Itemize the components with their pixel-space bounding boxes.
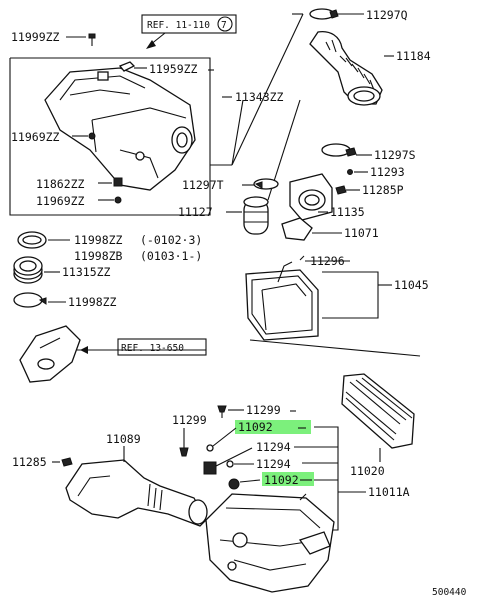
label-11959zz: 11959ZZ — [149, 62, 198, 76]
label-11998zz-lower: 11998ZZ — [68, 295, 117, 309]
label-11089: 11089 — [106, 432, 141, 446]
label-11299-upper: 11299 — [246, 403, 281, 417]
label-11343zz: 11343ZZ — [235, 90, 284, 104]
gasket-11071 — [281, 217, 342, 241]
label-ref-11-110-num: 7 — [221, 20, 227, 31]
clamp-11297q — [309, 8, 364, 20]
part-11293 — [347, 169, 368, 175]
highlight-11092-lower — [262, 472, 314, 486]
leader-diagonal-b — [231, 99, 244, 166]
cleaner-case-11045 — [245, 255, 350, 341]
label-11135: 11135 — [330, 205, 365, 219]
filter-element-11020 — [341, 373, 415, 462]
highlight-11092-upper — [235, 420, 311, 434]
label-11297t: 11297T — [182, 178, 224, 192]
bolt-11299-upper — [217, 405, 244, 418]
label-11297q: 11297Q — [366, 8, 408, 22]
bolt-11285 — [52, 457, 73, 467]
label-11184: 11184 — [396, 49, 431, 63]
bolt-11285p — [335, 185, 360, 195]
bushing-11294-upper — [203, 447, 253, 475]
clamp-11998 — [17, 231, 70, 249]
label-11020: 11020 — [350, 464, 385, 478]
label-11315zz: 11315ZZ — [62, 265, 111, 279]
diagram-labels: 11999ZZ REF. 11-110 7 11297Q 11184 11959… — [11, 8, 467, 598]
lower-case-11011a — [205, 493, 335, 593]
label-11998zb-range: (0103·1-) — [140, 249, 202, 263]
nut-11969zz-a — [72, 132, 96, 140]
label-ref-11-110: REF. 11-110 — [147, 20, 210, 31]
label-11998zz: 11998ZZ — [74, 233, 123, 247]
label-dashes — [208, 69, 312, 481]
silencer-11127 — [226, 196, 269, 235]
label-11999zz: 11999ZZ — [11, 30, 60, 44]
label-11092-lower: 11092 — [264, 473, 299, 487]
bracket-11045 — [322, 271, 392, 319]
label-11294-lower: 11294 — [256, 457, 291, 471]
label-11299-lower: 11299 — [172, 413, 207, 427]
label-11285p: 11285P — [362, 183, 404, 197]
leader-cleaner-to-lower — [249, 339, 421, 357]
hose-11315zz — [13, 256, 60, 284]
washer-11294-lower — [226, 460, 254, 468]
air-hose-11184 — [309, 30, 383, 106]
nut-11969zz-b — [98, 196, 122, 204]
label-diagram-code: 500440 — [432, 587, 467, 598]
bolt-11999zz — [66, 33, 96, 46]
label-11998zz-range: (-0102·3) — [140, 233, 202, 247]
grommet-11092-upper — [206, 427, 237, 452]
grommet-11092-lower — [228, 478, 261, 490]
label-11969zz-b: 11969ZZ — [36, 194, 85, 208]
leader-diagonal-a — [231, 13, 304, 166]
label-11092-upper: 11092 — [238, 420, 273, 434]
clamp-11297t — [242, 178, 279, 190]
label-11862zz: 11862ZZ — [36, 177, 85, 191]
clamp-11297s — [321, 143, 372, 157]
grommet-11862zz — [98, 177, 123, 187]
bolt-11299-lower — [179, 428, 189, 457]
label-11011a: 11011A — [368, 485, 410, 499]
label-11071: 11071 — [344, 226, 379, 240]
label-11127: 11127 — [178, 205, 213, 219]
label-ref-13-650: REF. 13-650 — [121, 343, 184, 354]
label-11045: 11045 — [394, 278, 429, 292]
label-11969zz-a: 11969ZZ — [11, 130, 60, 144]
upper-housing-cover — [44, 67, 196, 191]
clamp-11998zz-lower — [13, 292, 66, 308]
label-11293: 11293 — [370, 165, 405, 179]
ref-11-110-callout — [141, 14, 237, 49]
label-11297s: 11297S — [374, 148, 416, 162]
clip-11959zz — [118, 61, 147, 72]
ref-circle — [217, 16, 233, 32]
inlet-duct-ref — [19, 325, 207, 383]
label-11285: 11285 — [12, 455, 47, 469]
intake-duct-11089 — [65, 446, 208, 527]
label-11294-upper: 11294 — [256, 440, 291, 454]
label-11296: 11296 — [310, 254, 345, 268]
label-11998zb: 11998ZB — [74, 249, 123, 263]
upper-housing-group — [9, 57, 232, 216]
airflow-sensor-11135 — [289, 173, 333, 221]
